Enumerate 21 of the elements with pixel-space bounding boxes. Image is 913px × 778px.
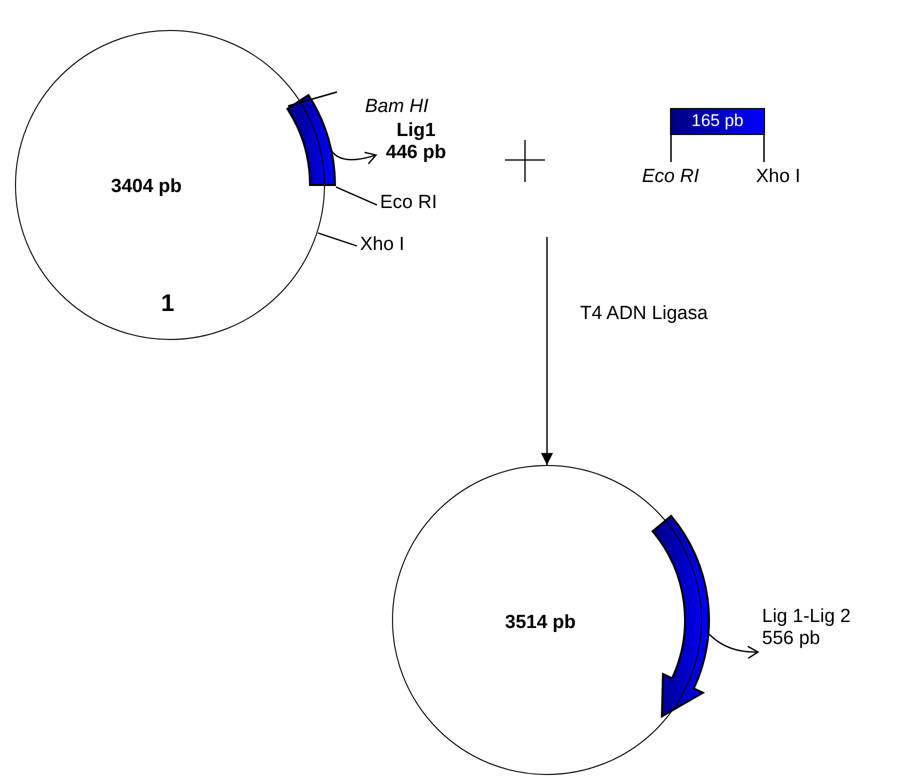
arrow xyxy=(708,634,759,659)
leader-line xyxy=(336,186,378,206)
plasmid-size: 3514 pb xyxy=(505,612,576,634)
site-label: Bam HI xyxy=(365,96,428,118)
site-label: Xho I xyxy=(756,166,800,188)
arrow xyxy=(330,150,377,164)
site-label: Eco RI xyxy=(380,192,438,214)
fragment-bar: 165 pb xyxy=(670,108,765,135)
site-label: Eco RI xyxy=(642,166,700,188)
plasmid-circle xyxy=(15,30,325,340)
insert-segment xyxy=(286,94,336,186)
plasmid-number: 1 xyxy=(161,293,174,315)
plasmid-circle xyxy=(392,465,702,775)
leader-line xyxy=(318,232,358,247)
edge-label: T4 ADN Ligasa xyxy=(580,303,708,325)
fragment-label: Lig 1-Lig 2 556 pb xyxy=(762,606,872,650)
plasmid-size: 3404 pb xyxy=(111,176,182,198)
site-label: Xho I xyxy=(360,234,404,256)
arrow xyxy=(541,237,553,465)
gene-arrow xyxy=(652,514,710,718)
fragment-label: Lig1 446 pb xyxy=(380,120,452,164)
